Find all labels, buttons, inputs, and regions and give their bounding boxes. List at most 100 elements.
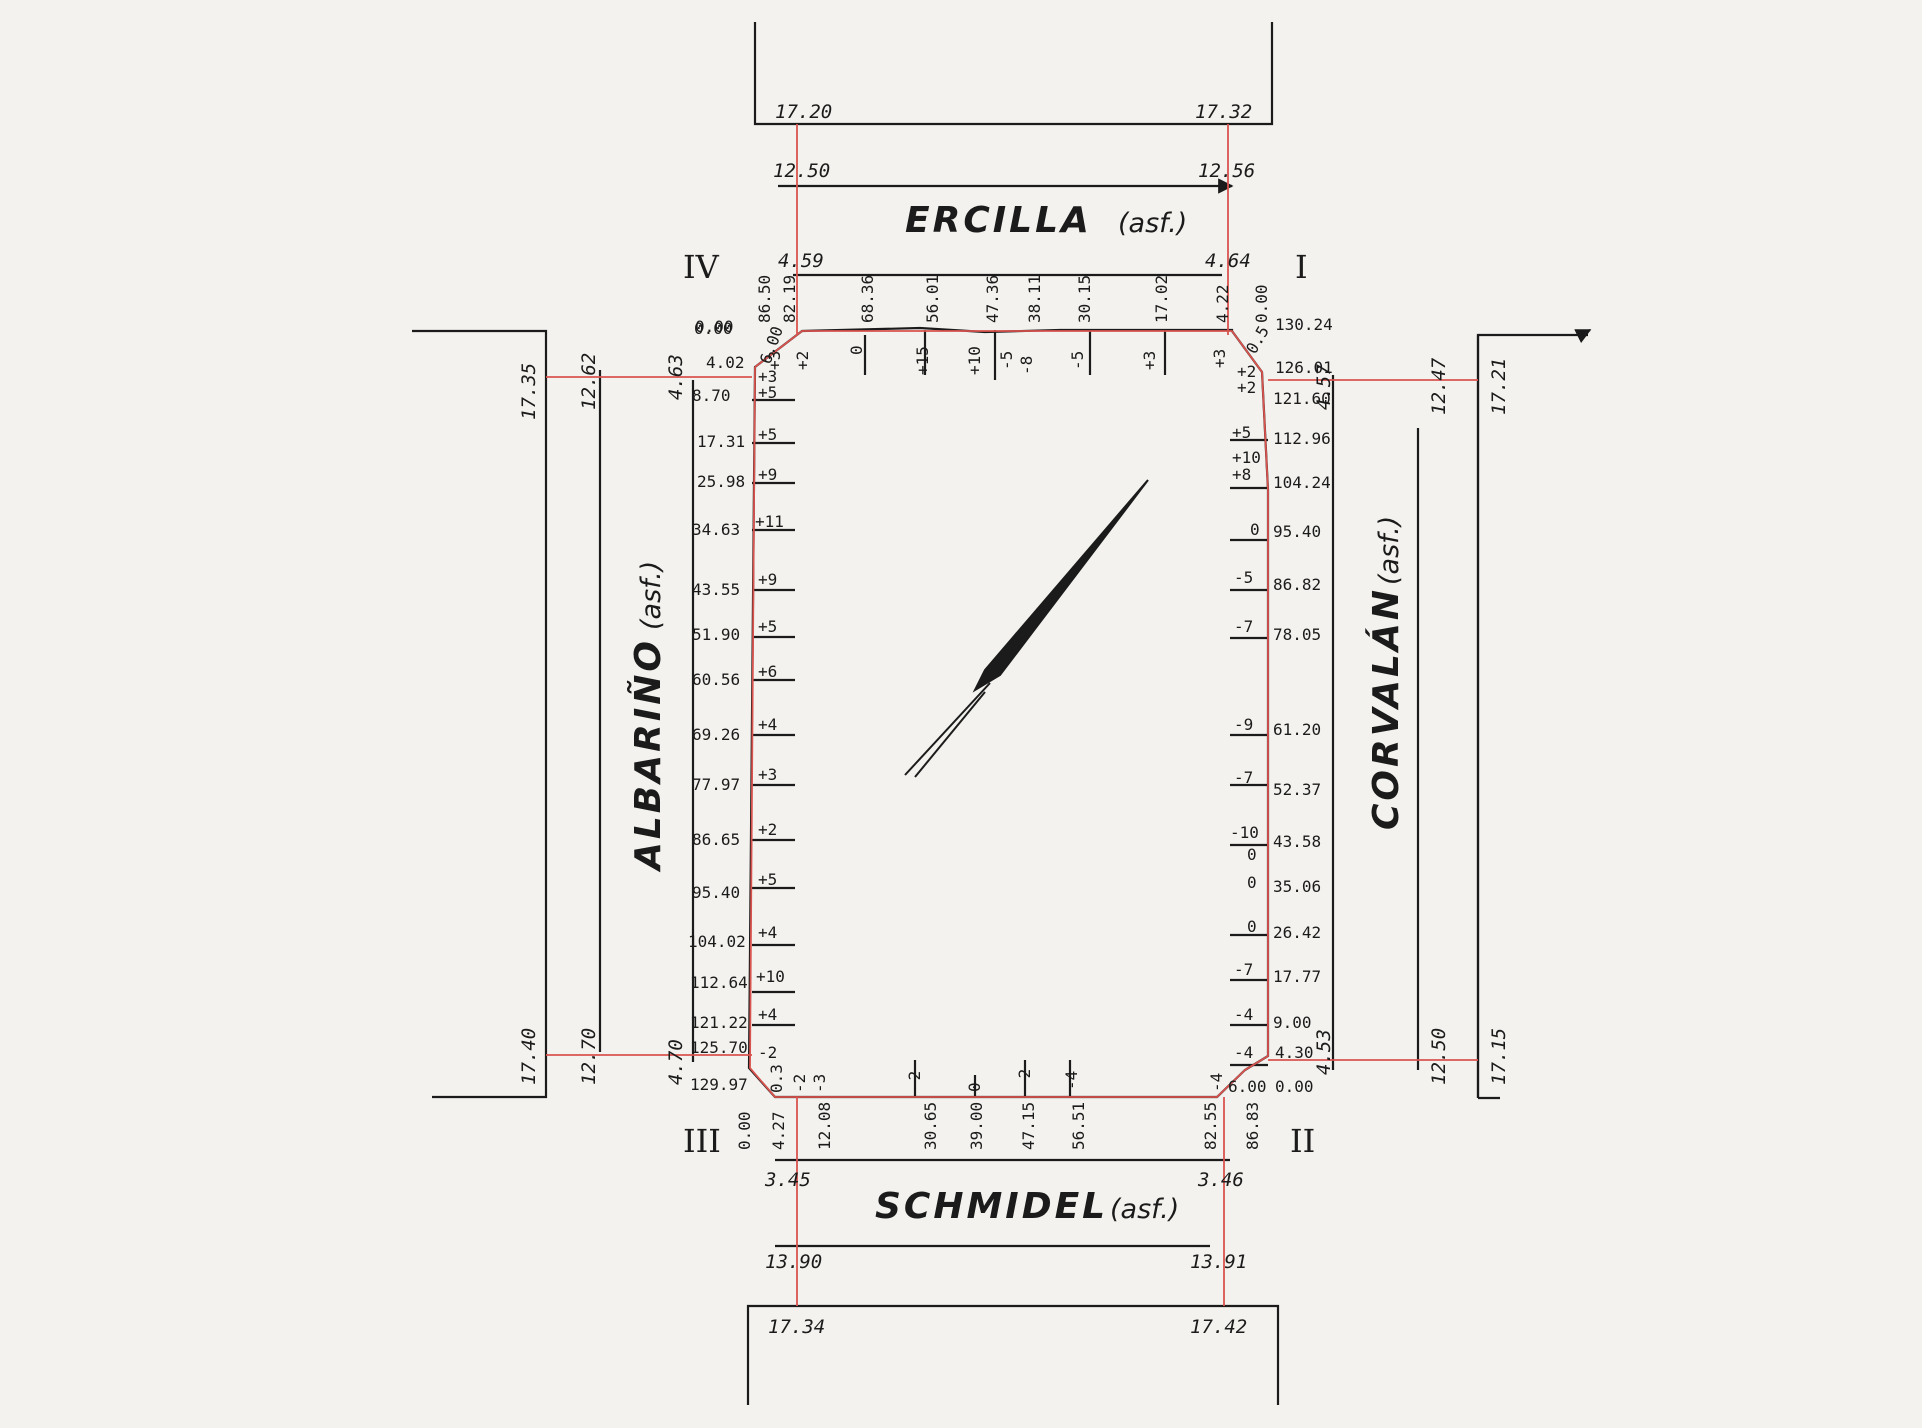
street-surface-schmidel: (asf.) — [1110, 1194, 1179, 1225]
svg-text:30.15: 30.15 — [1075, 275, 1094, 323]
svg-text:30.65: 30.65 — [921, 1102, 940, 1150]
svg-text:0.00: 0.00 — [1252, 284, 1271, 323]
corner-label-iii: III — [683, 1122, 721, 1160]
corner-label-iv: IV — [683, 248, 720, 286]
svg-text:4.64: 4.64 — [1205, 250, 1251, 272]
svg-text:+11: +11 — [755, 512, 784, 531]
svg-text:-7: -7 — [1234, 617, 1253, 636]
svg-text:-7: -7 — [1234, 768, 1253, 787]
svg-text:95.40: 95.40 — [692, 883, 740, 902]
svg-text:4.63: 4.63 — [665, 354, 687, 400]
svg-text:0.00: 0.00 — [694, 319, 733, 338]
svg-text:104.02: 104.02 — [688, 932, 746, 951]
svg-text:34.63: 34.63 — [692, 520, 740, 539]
left-offsets: +3 +5 +5 +9 +11 +9 +5 +6 +4 +3 +2 +5 +4 … — [755, 367, 785, 1062]
bottom-outer-boundary — [746, 1304, 1280, 1405]
corner-label-ii: II — [1290, 1122, 1315, 1160]
svg-text:+2: +2 — [793, 351, 812, 370]
svg-text:-10: -10 — [1230, 823, 1259, 842]
svg-text:17.02: 17.02 — [1152, 275, 1171, 323]
svg-text:56.51: 56.51 — [1069, 1102, 1088, 1150]
svg-text:+10: +10 — [756, 967, 785, 986]
svg-text:4.59: 4.59 — [778, 250, 824, 272]
svg-text:12.50: 12.50 — [773, 160, 830, 182]
svg-text:4.22: 4.22 — [1213, 284, 1232, 323]
svg-text:4.70: 4.70 — [665, 1039, 687, 1085]
survey-red-lines — [546, 124, 1478, 1306]
svg-text:-3: -3 — [810, 1074, 829, 1093]
svg-text:3.46: 3.46 — [1197, 1169, 1244, 1191]
svg-text:51.90: 51.90 — [692, 625, 740, 644]
svg-text:86.82: 86.82 — [1273, 575, 1321, 594]
svg-text:4.27: 4.27 — [769, 1111, 788, 1150]
svg-text:17.31: 17.31 — [697, 432, 745, 451]
svg-text:12.50: 12.50 — [1428, 1028, 1450, 1085]
svg-text:17.15: 17.15 — [1488, 1028, 1510, 1085]
street-name-ercilla: ERCILLA — [905, 200, 1092, 241]
svg-text:-4: -4 — [1207, 1073, 1226, 1092]
street-surface-corvalan: (asf.) — [1374, 516, 1405, 585]
svg-text:95.40: 95.40 — [1273, 522, 1321, 541]
svg-text:+4: +4 — [758, 923, 777, 942]
svg-text:17.32: 17.32 — [1195, 101, 1252, 123]
svg-text:17.21: 17.21 — [1488, 358, 1510, 415]
svg-text:4.57: 4.57 — [1313, 364, 1335, 410]
svg-text:+4: +4 — [758, 1005, 777, 1024]
svg-text:129.97: 129.97 — [690, 1075, 748, 1094]
svg-text:121.22: 121.22 — [690, 1013, 748, 1032]
svg-text:-9: -9 — [1234, 715, 1253, 734]
svg-text:4.02: 4.02 — [706, 353, 745, 372]
svg-text:130.24: 130.24 — [1275, 315, 1333, 334]
linework — [412, 22, 1592, 1405]
svg-text:+5: +5 — [758, 425, 777, 444]
svg-text:+6: +6 — [758, 662, 777, 681]
svg-text:+3: +3 — [765, 351, 784, 370]
svg-text:56.01: 56.01 — [923, 275, 942, 323]
svg-text:0: 0 — [1247, 845, 1257, 864]
svg-text:17.20: 17.20 — [775, 101, 832, 123]
svg-text:0: 0 — [847, 345, 866, 355]
svg-text:12.08: 12.08 — [815, 1102, 834, 1150]
svg-text:+10: +10 — [1232, 448, 1261, 467]
svg-text:104.24: 104.24 — [1273, 473, 1331, 492]
svg-text:4.53: 4.53 — [1313, 1029, 1335, 1075]
svg-text:0: 0 — [1247, 873, 1257, 892]
svg-text:0.00: 0.00 — [695, 317, 734, 336]
svg-text:60.56: 60.56 — [692, 670, 740, 689]
svg-text:112.64: 112.64 — [690, 973, 748, 992]
svg-text:47.36: 47.36 — [983, 275, 1002, 323]
left-ticks — [752, 398, 795, 1027]
north-arrow-icon — [904, 479, 1149, 778]
svg-text:+2: +2 — [758, 820, 777, 839]
svg-text:3.45: 3.45 — [764, 1169, 811, 1191]
street-name-corvalan: CORVALÁN — [1365, 587, 1407, 830]
svg-text:17.40: 17.40 — [518, 1028, 540, 1085]
corner-label-i: I — [1295, 248, 1308, 286]
street-surface-ercilla: (asf.) — [1118, 208, 1187, 239]
left-stations: 0.00 4.02 8.70 17.31 25.98 34.63 43.55 5… — [688, 317, 748, 1094]
svg-text:38.11: 38.11 — [1025, 275, 1044, 323]
svg-text:121.60: 121.60 — [1273, 389, 1331, 408]
right-ticks — [1230, 438, 1268, 1067]
svg-text:8.70: 8.70 — [692, 386, 731, 405]
street-name-schmidel: SCHMIDEL — [875, 1186, 1108, 1227]
svg-text:0: 0 — [1247, 917, 1257, 936]
svg-text:+10: +10 — [965, 346, 984, 375]
street-name-albarino: ALBARIÑO — [627, 638, 669, 873]
svg-text:+3: +3 — [1140, 351, 1159, 370]
svg-text:17.42: 17.42 — [1190, 1316, 1247, 1338]
svg-text:+15: +15 — [913, 346, 932, 375]
svg-text:82.55: 82.55 — [1201, 1102, 1220, 1150]
right-outer-boundary — [1476, 333, 1588, 1098]
svg-text:-5: -5 — [997, 351, 1016, 370]
svg-text:+2: +2 — [1237, 378, 1256, 397]
right-levels: 4.57 12.47 17.21 4.53 12.50 17.15 — [1313, 357, 1510, 1085]
svg-text:-4: -4 — [1234, 1043, 1253, 1062]
svg-text:39.00: 39.00 — [967, 1102, 986, 1150]
top-levels: 17.20 17.32 12.50 12.56 4.59 4.64 — [773, 101, 1255, 272]
top-outer-boundary — [753, 22, 1274, 126]
svg-text:82.19: 82.19 — [780, 275, 799, 323]
right-stations: 130.24 126.01 121.60 112.96 104.24 95.40… — [1273, 315, 1333, 1096]
svg-text:+8: +8 — [1232, 465, 1251, 484]
